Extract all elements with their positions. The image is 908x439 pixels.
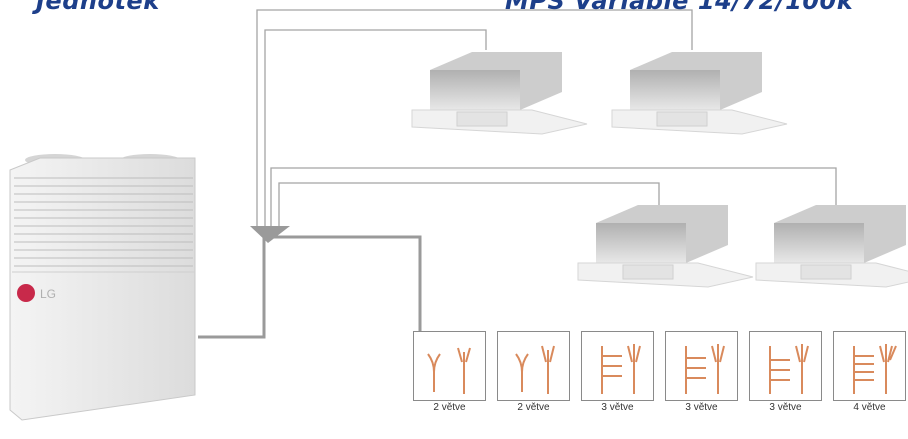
branch-label-1: 2 větve [433,402,466,413]
header-icon [769,344,809,394]
cassette-unit-1 [411,52,588,135]
y-branch-icon [515,345,555,394]
branch-label-6: 4 větve [853,402,886,413]
header-icon [853,344,897,394]
branch-panel-6 [833,331,906,401]
branch-label-4: 3 větve [685,402,718,413]
cassette-unit-2 [611,52,788,135]
branch-label-3: 3 větve [601,402,634,413]
lg-logo-text: LG [40,287,56,301]
branch-panel-1 [413,331,486,401]
branch-panel-2 [497,331,570,401]
outdoor-unit: LG [9,154,196,421]
branch-joint [250,226,290,243]
y-branch-icon [427,347,471,394]
title-left: Jednotek [36,0,160,15]
branch-panel-3 [581,331,654,401]
header-icon [685,344,725,394]
branch-label-5: 3 větve [769,402,802,413]
pipe-network [256,9,837,230]
title-right: MPS Variable 14/72/100k [505,0,854,15]
cassette-unit-3 [577,205,754,288]
cassette-unit-4 [755,205,908,288]
branch-panel-4 [665,331,738,401]
lg-logo-icon [17,284,35,302]
main-pipe [198,235,422,339]
branch-label-2: 2 větve [517,402,550,413]
header-icon [601,344,641,394]
branch-panel-5 [749,331,822,401]
